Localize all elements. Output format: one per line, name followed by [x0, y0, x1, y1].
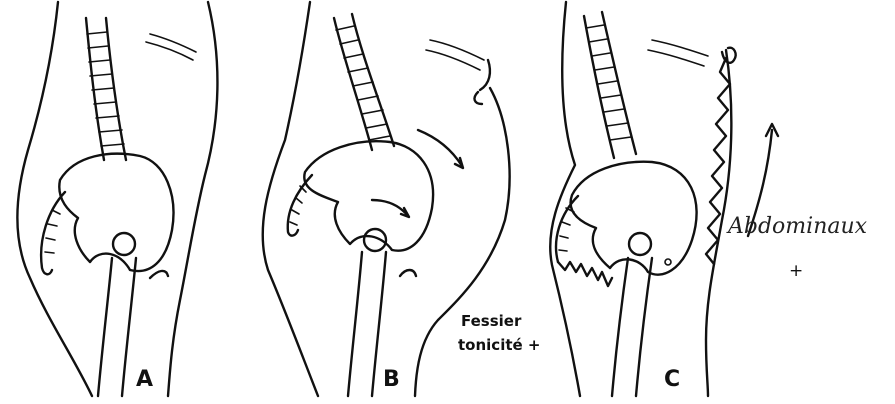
panel-a-letter: A [136, 367, 153, 392]
panel-a-belly-contour [168, 2, 217, 396]
panel-a-ribs [146, 34, 196, 60]
abdominaux-label: Abdominaux [728, 214, 867, 239]
panel-c-gluteal-zigzag [558, 262, 612, 286]
panel-a-femur [98, 258, 136, 396]
panel-b-belly-arrow [418, 130, 462, 166]
panel-c-sacrum [556, 196, 578, 262]
panel-c: C [550, 2, 778, 396]
fessier-label: Fessier [461, 312, 522, 330]
panel-b-ribs [426, 40, 484, 70]
panel-b-spine [334, 14, 394, 150]
panel-c-pelvis [571, 162, 697, 275]
panel-a: A [17, 2, 217, 396]
panel-a-sacrum [41, 192, 65, 274]
panel-c-femoral-head [629, 233, 651, 255]
panel-c-spine [584, 12, 636, 158]
panel-b-letter: B [383, 367, 400, 392]
panel-b-chest-contour [480, 60, 490, 90]
panel-b-pelvis [304, 141, 433, 250]
panel-b-back-contour [263, 2, 318, 396]
panel-b-sacrum [288, 175, 312, 236]
panel-c-ribs [648, 40, 708, 66]
panel-a-back-contour [17, 2, 92, 396]
panel-b-femur [348, 252, 386, 396]
panel-a-spine [86, 18, 126, 160]
panel-a-femoral-head [113, 233, 135, 255]
fessier-tonicite-label: tonicité + [458, 336, 540, 354]
panel-c-letter: C [664, 367, 680, 392]
panel-c-abdominal-zigzag [706, 58, 730, 264]
panel-c-femur [612, 258, 652, 396]
abdominaux-plus-sign: + [789, 261, 803, 281]
